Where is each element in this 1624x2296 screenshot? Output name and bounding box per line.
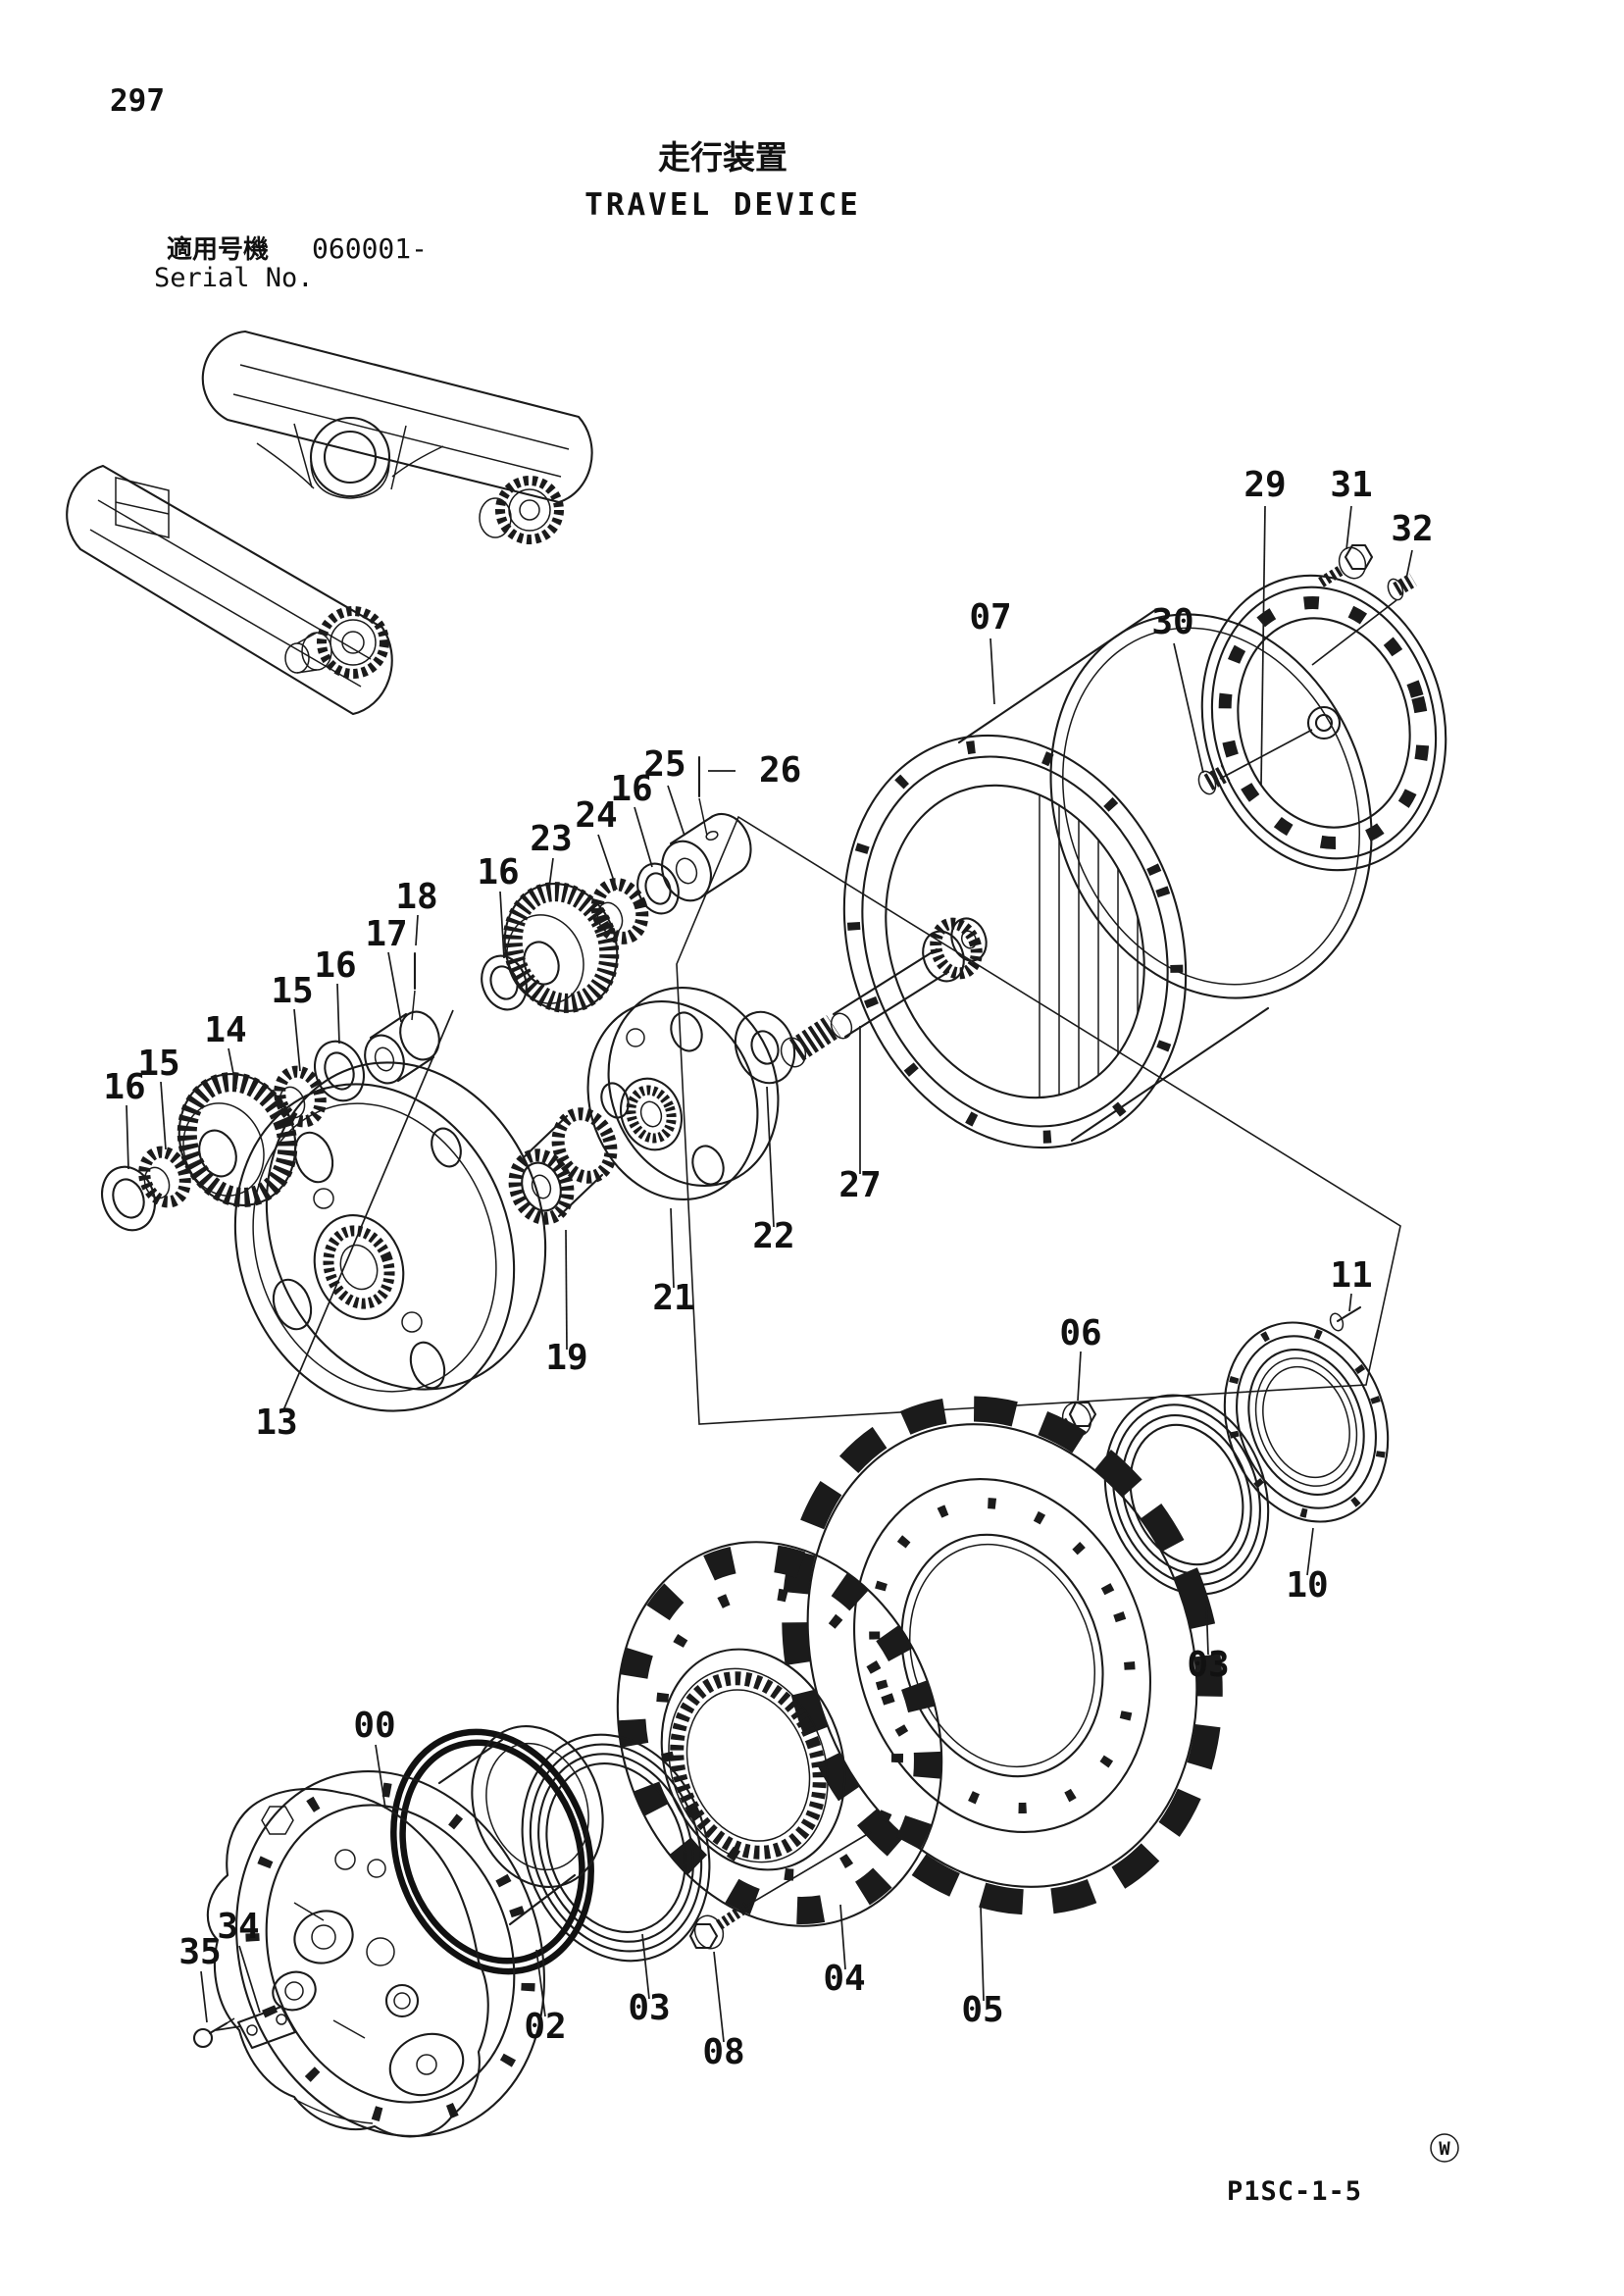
- callout-16a: 16: [610, 769, 652, 809]
- part-35-drive-screw: [192, 2017, 235, 2049]
- callout-07: 07: [969, 597, 1011, 638]
- callout-27: 27: [838, 1165, 881, 1205]
- part-02-o-ring: [390, 1728, 594, 1975]
- part-29-cover: [1200, 574, 1447, 872]
- part-07-ring-gear-housing: [842, 608, 1373, 1149]
- callout-10: 10: [1286, 1565, 1328, 1606]
- page-number: 297: [110, 83, 165, 119]
- callout-25: 25: [643, 744, 685, 785]
- part-03-floating-seal-bottom: [521, 1733, 711, 1963]
- registered-mark-circle: [1430, 2133, 1459, 2163]
- drawing-code: P1SC-1-5: [1227, 2176, 1362, 2207]
- callout-31: 31: [1330, 465, 1372, 505]
- part-21-planetary-carrier-2: [586, 986, 780, 1201]
- callout-19: 19: [545, 1338, 587, 1378]
- part-10-seal-retainer-ring: [1223, 1321, 1390, 1523]
- callout-14: 14: [204, 1010, 246, 1050]
- part-16-washer-a: [636, 862, 680, 915]
- callout-17: 17: [365, 914, 407, 954]
- part-15-bearing-a: [274, 1065, 327, 1128]
- callout-06: 06: [1059, 1313, 1101, 1353]
- callout-32: 32: [1391, 509, 1433, 549]
- part-08-bolt: [688, 1902, 751, 1950]
- callout-04: 04: [823, 1959, 865, 1999]
- callout-03-bottom: 03: [628, 1988, 670, 2028]
- callout-30: 30: [1151, 602, 1193, 642]
- part-26-lock-pin-2: [697, 755, 708, 837]
- part-11-pin: [1329, 1305, 1362, 1332]
- callout-03-right: 03: [1187, 1645, 1229, 1685]
- part-13-planetary-carrier-1: [233, 1061, 547, 1412]
- callout-18: 18: [395, 877, 437, 917]
- part-27-propel-shaft: [780, 917, 988, 1068]
- callout-11: 11: [1330, 1255, 1372, 1296]
- callout-15a: 15: [271, 971, 313, 1011]
- callout-00: 00: [353, 1706, 395, 1746]
- callout-29: 29: [1243, 465, 1286, 505]
- callout-34: 34: [217, 1907, 259, 1947]
- callout-35: 35: [178, 1932, 221, 1972]
- part-19-sun-gear-2: [508, 1107, 618, 1225]
- callout-22: 22: [752, 1216, 794, 1256]
- page-title-ja: 走行装置: [658, 138, 787, 177]
- callout-08: 08: [702, 2032, 744, 2072]
- part-04-bearing-retainer-ring: [616, 1541, 943, 1927]
- assembly-frame-box: [676, 815, 1401, 1425]
- callout-26: 26: [759, 750, 801, 791]
- part-15-bearing-b: [138, 1146, 191, 1208]
- part-17-carrier-pin: [364, 1010, 440, 1085]
- part-16-washer-c: [314, 1040, 365, 1102]
- serial-label-ja: 適用号機: [167, 234, 269, 265]
- callout-16d: 16: [103, 1067, 145, 1107]
- serial-label-en: Serial No.: [154, 263, 314, 293]
- callout-15b: 15: [137, 1044, 179, 1084]
- part-00-travel-motor: [206, 1725, 604, 2138]
- callout-16c: 16: [314, 945, 356, 986]
- callout-21: 21: [652, 1278, 694, 1318]
- part-18-lock-pin: [411, 951, 417, 1021]
- registered-mark-letter: W: [1439, 2138, 1450, 2160]
- page-title-en: TRAVEL DEVICE: [584, 187, 861, 223]
- part-24-needle-bearing: [590, 878, 649, 944]
- part-32-plug: [1387, 573, 1417, 601]
- part-25-carrier-pin-2: [661, 813, 752, 902]
- footer: W P1SC-1-5: [1227, 2133, 1459, 2207]
- callout-02: 02: [524, 2007, 566, 2047]
- serial-value: 060001-: [312, 232, 428, 265]
- callout-24: 24: [575, 795, 617, 836]
- part-31-bolt: [1318, 543, 1374, 587]
- track-frame-thumbnail: [66, 330, 593, 716]
- callout-16b: 16: [477, 852, 519, 893]
- part-30-plug: [1197, 765, 1231, 795]
- callout-leader-lines: [126, 505, 1413, 2043]
- part-34-name-plate: [236, 2005, 297, 2050]
- callout-05: 05: [961, 1990, 1003, 2030]
- part-16-washer-d: [101, 1165, 156, 1232]
- callout-23: 23: [530, 819, 572, 859]
- callout-labels: 29 31 32 07 30 26 25 16 24 23 16 18 17 1…: [103, 465, 1433, 2072]
- callout-13: 13: [255, 1403, 297, 1443]
